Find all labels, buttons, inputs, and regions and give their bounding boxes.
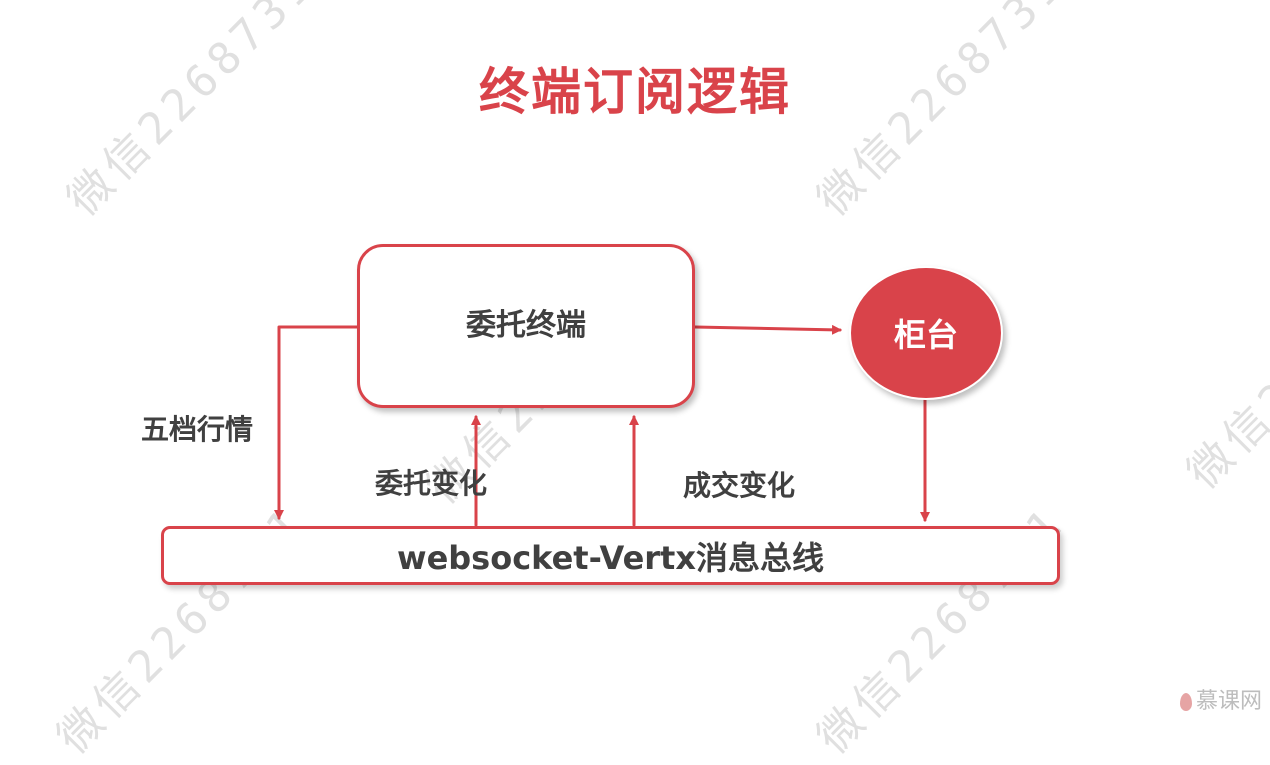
counter-node: 柜台 xyxy=(849,266,1003,400)
slide: 微信2268731 微信2268731 微信2268731 微信2268731 … xyxy=(48,0,1270,764)
counter-label: 柜台 xyxy=(893,316,958,354)
message-bus-box: websocket-Vertx消息总线 xyxy=(161,526,1060,585)
message-bus-label: websocket-Vertx消息总线 xyxy=(397,538,824,577)
brand-logo: 慕课网 xyxy=(1180,683,1262,715)
arrow-to-counter xyxy=(693,324,842,335)
arrow-market-depth xyxy=(274,325,359,520)
client-terminal-label: 委托终端 xyxy=(466,308,586,343)
trade-change-label: 成交变化 xyxy=(683,469,796,502)
connector-arrows xyxy=(274,324,930,527)
flame-icon xyxy=(1180,693,1192,711)
brand-logo-text: 慕课网 xyxy=(1196,689,1263,714)
market-depth-label: 五档行情 xyxy=(141,413,254,446)
page-title: 终端订阅逻辑 xyxy=(479,63,791,121)
order-change-label: 委托变化 xyxy=(375,467,488,500)
client-terminal-box: 委托终端 xyxy=(357,244,695,408)
